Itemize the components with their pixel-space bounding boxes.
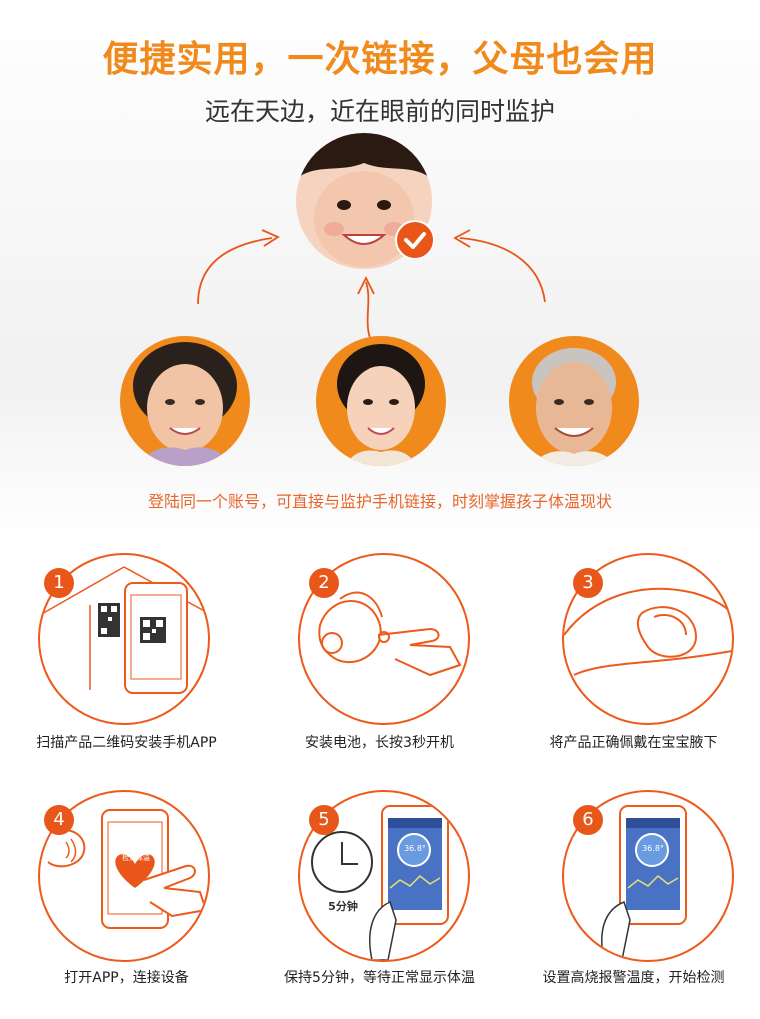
hero-caption: 登陆同一个账号，可直接与监护手机链接，时刻掌握孩子体温现状 [147,492,612,511]
step-5-label: 保持5分钟，等待正常显示体温 [284,970,475,986]
step-4-illustration: 检测体温 [38,790,210,962]
arrow-right-head [453,229,471,248]
step-2-badge: 2 [309,568,339,598]
connection-arrows [197,229,546,339]
step-2-illustration [298,553,470,725]
heart-text: 检测体温 [122,854,150,862]
step-5-badge: 5 [309,805,339,835]
arrow-left-head [261,229,280,247]
clock-icon [311,831,373,893]
step-3-badge: 3 [573,568,603,598]
grandfather-avatar [509,336,639,466]
arrow-center [365,281,371,339]
step-1-label: 扫描产品二维码安装手机APP [36,735,217,751]
check-icon [395,220,435,260]
subline: 远在天边，近在眼前的同时监护 [204,97,555,126]
step-6-label: 设置高烧报警温度，开始检测 [542,970,725,986]
step-6-badge: 6 [573,805,603,835]
screen-temp-5: 36.8° [404,844,426,853]
screen-temp-6: 36.8° [642,844,664,853]
step-5-illustration: 5分钟 36.8° [298,790,470,962]
headline: 便捷实用，一次链接，父母也会用 [102,39,658,80]
arrow-right [459,237,546,303]
arrow-center-head [357,275,375,295]
step-2-label: 安装电池，长按3秒开机 [305,735,454,751]
step-4-badge: 4 [44,805,74,835]
mother-avatar [316,336,446,466]
step-4-label: 打开APP，连接设备 [64,970,189,986]
qr-code-icon [98,603,120,637]
step-3-label: 将产品正确佩戴在宝宝腋下 [549,735,718,751]
child-avatar [296,133,432,269]
step-1-badge: 1 [44,568,74,598]
clock-text: 5分钟 [328,900,358,913]
arrow-left [197,237,273,305]
grandmother-avatar [120,336,250,466]
